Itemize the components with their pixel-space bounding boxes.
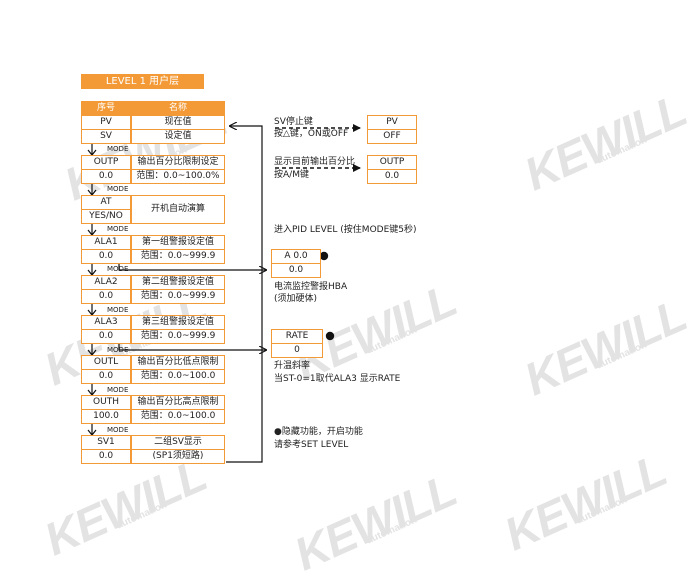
table-row-name: 范围：0.0~999.9 bbox=[131, 329, 225, 344]
level-title: LEVEL 1 用户层 bbox=[81, 74, 204, 89]
table-header-code: 序号 bbox=[81, 101, 131, 116]
table-row-code: 0.0 bbox=[81, 329, 131, 344]
table-row-code: AT bbox=[81, 195, 131, 210]
mode-label: MODE bbox=[107, 306, 129, 314]
hidden-function-note: ●隐藏功能，开启功能 bbox=[274, 427, 363, 437]
table-row-name: 现在值 bbox=[131, 115, 225, 130]
mode-label: MODE bbox=[107, 386, 129, 394]
mode-label: MODE bbox=[107, 426, 129, 434]
hba-hint: (须加硬体) bbox=[274, 294, 318, 304]
outp-title: 显示目前输出百分比 bbox=[274, 157, 356, 167]
hba-title: 电流监控警报HBA bbox=[274, 282, 348, 292]
table-row-code: ALA3 bbox=[81, 315, 131, 330]
sv-stop-box-bottom: OFF bbox=[367, 129, 417, 144]
rate-title: 升温斜率 bbox=[274, 361, 311, 371]
table-row-code: OUTH bbox=[81, 395, 131, 410]
sv-stop-box-top: PV bbox=[367, 115, 417, 130]
table-row-code: 0.0 bbox=[81, 449, 131, 464]
table-row-name: 二组SV显示 bbox=[131, 435, 225, 450]
outp-box-top: OUTP bbox=[367, 155, 417, 170]
mode-label: MODE bbox=[107, 265, 129, 273]
table-row-code: ALA2 bbox=[81, 275, 131, 290]
table-row-code: ALA1 bbox=[81, 235, 131, 250]
sv-stop-hint: 按△键，ON或OFF bbox=[274, 129, 349, 139]
hba-box-top: A 0.0 bbox=[271, 249, 321, 264]
table-row-name: 第一组警报设定值 bbox=[131, 235, 225, 250]
table-row-name: 第二组警报设定值 bbox=[131, 275, 225, 290]
mode-label: MODE bbox=[107, 185, 129, 193]
table-row-code: PV bbox=[81, 115, 131, 130]
table-row-code: 0.0 bbox=[81, 289, 131, 304]
table-row-name: 设定值 bbox=[131, 129, 225, 144]
mode-label: MODE bbox=[107, 145, 129, 153]
table-row-code: 100.0 bbox=[81, 409, 131, 424]
table-row-name: 范围：0.0~100.0% bbox=[131, 169, 225, 184]
pid-level-note: 进入PID LEVEL (按住MODE键5秒) bbox=[274, 225, 417, 235]
table-row-name: (SP1须短路) bbox=[131, 449, 225, 464]
table-row-name: 开机自动演算 bbox=[131, 195, 225, 224]
table-row-name: 输出百分比高点限制 bbox=[131, 395, 225, 410]
table-row-code: OUTP bbox=[81, 155, 131, 170]
table-row-code: OUTL bbox=[81, 355, 131, 370]
rate-hint: 当ST-0=1取代ALA3 显示RATE bbox=[274, 374, 401, 384]
outp-box-bottom: 0.0 bbox=[367, 169, 417, 184]
table-row-name: 范围：0.0~100.0 bbox=[131, 409, 225, 424]
table-row-name: 范围：0.0~999.9 bbox=[131, 249, 225, 264]
hidden-function-ref: 请参考SET LEVEL bbox=[274, 440, 349, 450]
rate-box-bottom: 0 bbox=[271, 343, 323, 358]
hba-box-bottom: 0.0 bbox=[271, 263, 321, 278]
outp-hint: 按A/M键 bbox=[274, 170, 309, 180]
table-row-code: SV bbox=[81, 129, 131, 144]
table-row-name: 第三组警报设定值 bbox=[131, 315, 225, 330]
table-header-name: 名称 bbox=[131, 101, 225, 116]
table-row-code: 0.0 bbox=[81, 249, 131, 264]
rate-box-top: RATE bbox=[271, 329, 323, 344]
mode-label: MODE bbox=[107, 225, 129, 233]
table-row-name: 输出百分比限制设定 bbox=[131, 155, 225, 170]
table-row-name: 输出百分比低点限制 bbox=[131, 355, 225, 370]
table-row-code: YES/NO bbox=[81, 209, 131, 224]
table-row-name: 范围：0.0~999.9 bbox=[131, 289, 225, 304]
sv-stop-title: SV停止键 bbox=[274, 117, 313, 127]
table-row-code: SV1 bbox=[81, 435, 131, 450]
mode-label: MODE bbox=[107, 346, 129, 354]
table-row-code: 0.0 bbox=[81, 169, 131, 184]
table-row-name: 范围：0.0~100.0 bbox=[131, 369, 225, 384]
table-row-code: 0.0 bbox=[81, 369, 131, 384]
